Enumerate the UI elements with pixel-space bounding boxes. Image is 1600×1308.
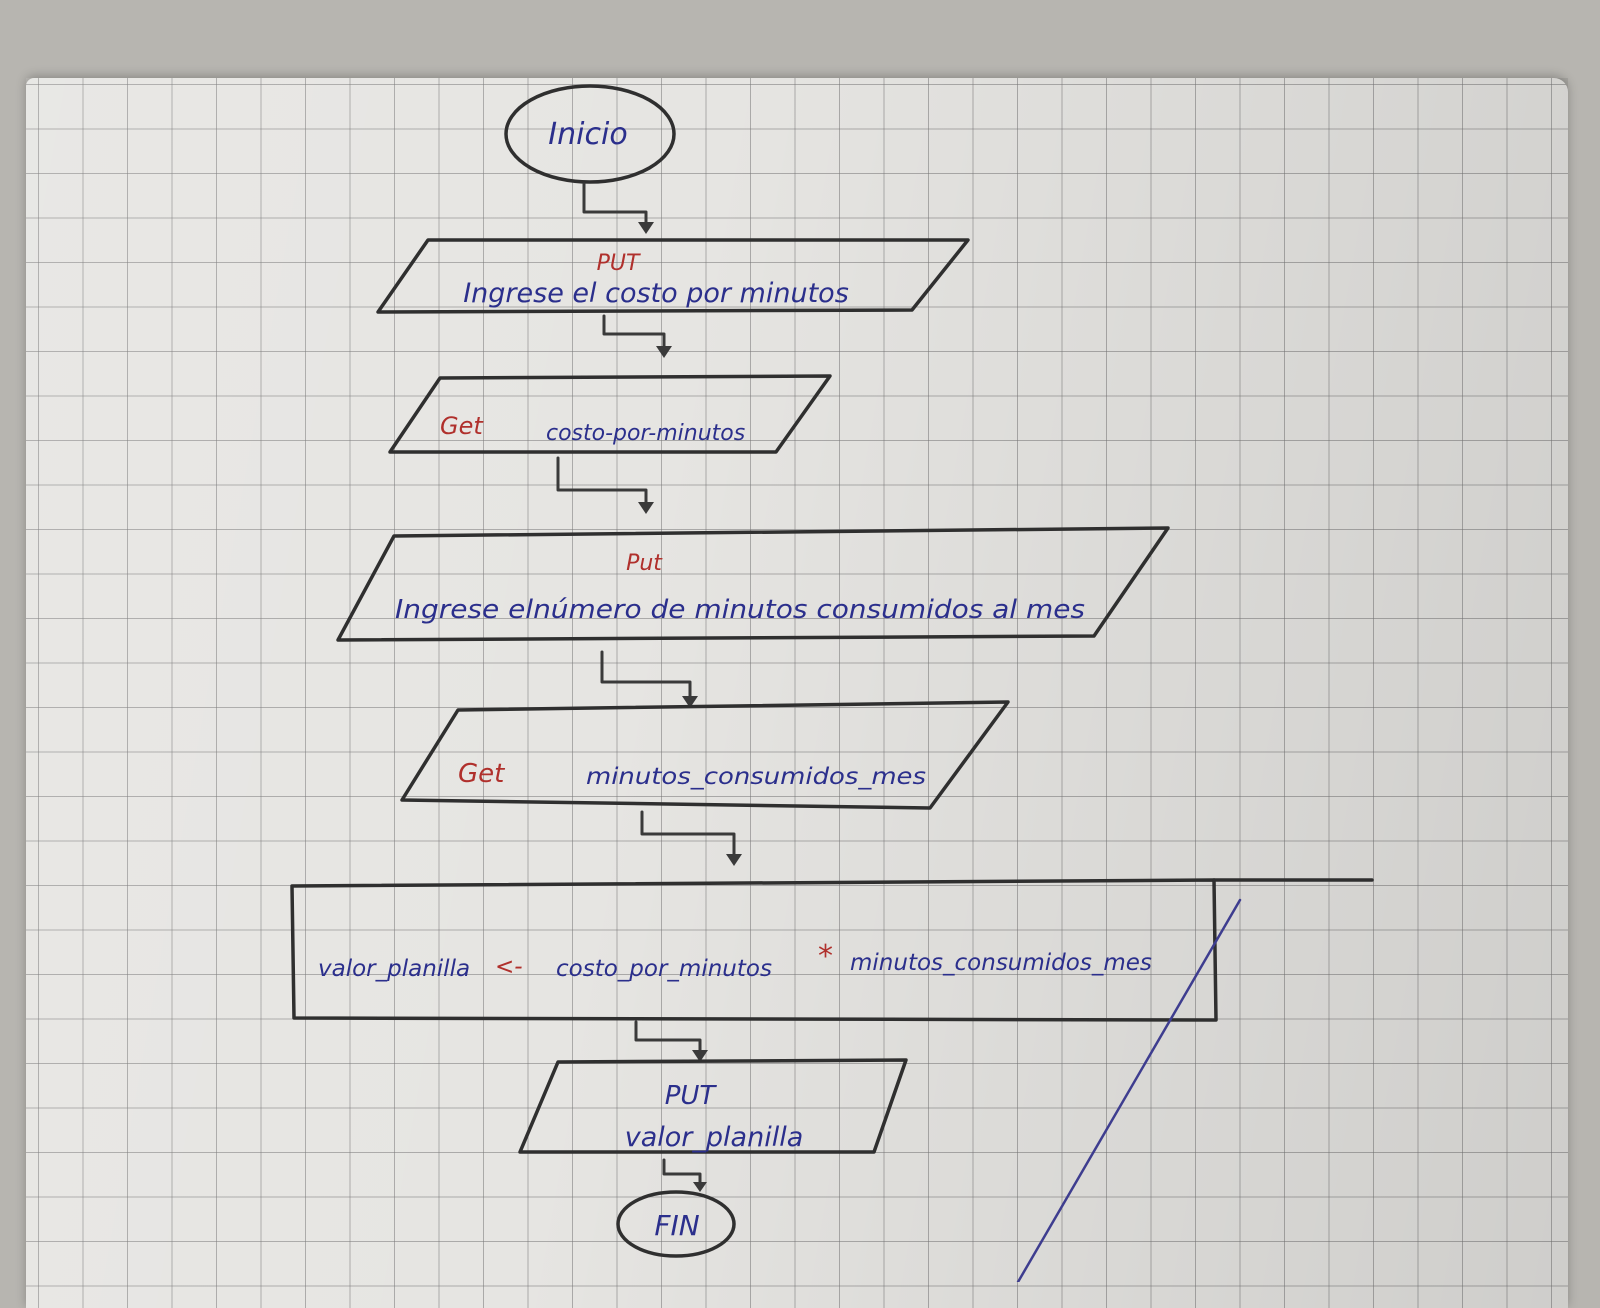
step1-keyword: PUT <box>597 251 641 276</box>
step5-text: valor_planilla <box>625 1122 804 1153</box>
stray-pen-line <box>1016 898 1242 1282</box>
step4-keyword: Get <box>458 759 505 789</box>
process-op2: minutos_consumidos_mes <box>850 950 1152 976</box>
step4-text: minutos_consumidos_mes <box>586 764 926 790</box>
arrow-process-to-step5 <box>634 1020 708 1062</box>
end-ellipse <box>616 1190 736 1258</box>
arrow-step5-to-end <box>662 1158 707 1192</box>
step2-text: costo-por-minutos <box>546 421 745 446</box>
end-terminator: FIN <box>616 1190 736 1258</box>
step3-output: Put Ingrese elnúmero de minutos consumid… <box>336 526 1170 642</box>
step3-text: Ingrese elnúmero de minutos consumidos a… <box>395 595 1085 625</box>
step2-input: Get costo-por-minutos <box>388 374 832 454</box>
step4-parallelogram <box>400 700 1010 810</box>
arrow-start-to-step1 <box>582 182 654 234</box>
step2-parallelogram <box>388 374 832 454</box>
arrow-step3-to-step4 <box>600 650 698 708</box>
arrow-step1-to-step2 <box>602 314 672 358</box>
process-op1: costo_por_minutos <box>556 956 772 982</box>
step3-keyword: Put <box>626 551 663 576</box>
process-rectangle <box>290 878 1218 1022</box>
process-assign: <- <box>495 954 523 980</box>
end-label: FIN <box>654 1209 699 1242</box>
step1-parallelogram <box>376 238 970 314</box>
step5-output: PUT valor_planilla <box>518 1058 908 1154</box>
process-lhs: valor_planilla <box>318 956 470 982</box>
process-step: valor_planilla <- costo_por_minutos * mi… <box>290 878 1374 1022</box>
step5-parallelogram <box>518 1058 908 1154</box>
step1-output: PUT Ingrese el costo por minutos <box>376 238 970 314</box>
step1-text: Ingrese el costo por minutos <box>463 278 849 309</box>
grid-paper-sheet <box>26 78 1568 1308</box>
process-operator: * <box>818 939 833 974</box>
step5-keyword: PUT <box>665 1081 718 1111</box>
step3-parallelogram <box>336 526 1170 642</box>
start-terminator: Inicio <box>504 84 676 184</box>
start-label: Inicio <box>548 117 627 152</box>
arrow-step2-to-step3 <box>556 456 654 514</box>
step2-keyword: Get <box>440 412 484 440</box>
step4-input: Get minutos_consumidos_mes <box>400 700 1010 810</box>
start-ellipse <box>504 84 676 184</box>
arrow-step4-to-process <box>640 810 742 866</box>
